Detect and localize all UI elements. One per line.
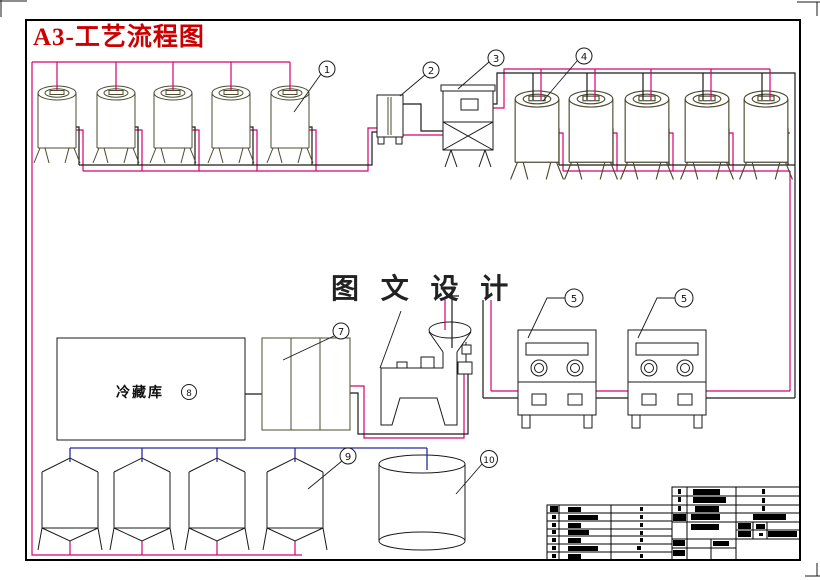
callout-number-5a: 5 bbox=[571, 294, 577, 305]
callout-circle-10 bbox=[480, 450, 498, 468]
storage-tank bbox=[619, 90, 675, 181]
leader-line-5a bbox=[527, 297, 565, 339]
filling-machine bbox=[380, 321, 473, 426]
callouts: 1 2 3 4 5 5 7 9 10 bbox=[282, 47, 694, 495]
packing-machine-left bbox=[517, 329, 597, 429]
drawing-border bbox=[25, 19, 801, 561]
corner-mark-top-right bbox=[797, 1, 820, 16]
cold-storage-room: 冷藏库 8 bbox=[56, 337, 246, 441]
callout-number-3: 3 bbox=[493, 54, 499, 65]
callout-number-9: 9 bbox=[345, 452, 351, 463]
fermentation-silo-group bbox=[37, 457, 328, 551]
silo-tank bbox=[262, 457, 328, 551]
homogenizer-unit bbox=[440, 84, 496, 168]
corner-mark-top-left bbox=[0, 0, 27, 17]
cold-storage-label: 冷藏库 bbox=[116, 384, 164, 401]
plate-heat-exchanger bbox=[376, 94, 404, 145]
packing-machine-right bbox=[627, 329, 707, 429]
callout-circle-9 bbox=[339, 447, 357, 465]
callout-circle-8 bbox=[181, 384, 197, 400]
callout-circle-2 bbox=[422, 61, 440, 79]
callout-number-2: 2 bbox=[428, 66, 434, 77]
callout-number-10: 10 bbox=[483, 456, 495, 466]
pipe-drops-overlay bbox=[56, 62, 771, 470]
storage-tank bbox=[207, 85, 255, 164]
raw-milk-tank-group-left bbox=[33, 85, 314, 164]
callout-circle-7 bbox=[332, 322, 350, 340]
callout-circle-5b bbox=[674, 288, 694, 308]
storage-tank bbox=[509, 90, 565, 181]
leader-line-5b bbox=[637, 297, 675, 339]
redacted-text-bars-right bbox=[673, 489, 797, 556]
callout-number-4: 4 bbox=[581, 52, 587, 63]
storage-tank bbox=[563, 90, 619, 181]
storage-tank bbox=[33, 85, 81, 164]
callout-number-8: 8 bbox=[186, 389, 192, 399]
storage-tank bbox=[738, 90, 794, 181]
blue-feed-drops bbox=[69, 448, 428, 470]
storage-tank bbox=[149, 85, 197, 164]
callout-circle-1 bbox=[318, 60, 336, 78]
leader-line-7 bbox=[282, 335, 335, 361]
callout-number-1: 1 bbox=[324, 65, 330, 76]
redacted-text-bars-left bbox=[550, 506, 643, 559]
silo-tank bbox=[109, 457, 175, 551]
storage-tank bbox=[266, 85, 314, 164]
leader-line-4 bbox=[542, 60, 578, 102]
drawing-title: A3-工艺流程图 bbox=[33, 23, 205, 51]
leader-line-1 bbox=[293, 73, 322, 113]
callout-number-7: 7 bbox=[338, 327, 344, 338]
callout-circle-4 bbox=[575, 47, 593, 65]
silo-tank bbox=[37, 457, 103, 551]
watermark-text: 图 文 设 计 bbox=[331, 272, 514, 305]
leader-line-9 bbox=[307, 460, 343, 490]
magenta-tank-feed-drops bbox=[56, 62, 771, 330]
callout-circle-5a bbox=[564, 288, 584, 308]
storage-tank-group-right bbox=[509, 90, 794, 181]
title-block bbox=[546, 486, 801, 561]
mixing-tank bbox=[378, 454, 466, 551]
callout-circle-3 bbox=[487, 49, 505, 67]
storage-tank bbox=[679, 90, 735, 181]
storage-tank bbox=[92, 85, 140, 164]
silo-tank bbox=[184, 457, 250, 551]
filter-unit bbox=[261, 337, 351, 431]
leader-line-3 bbox=[457, 61, 490, 90]
leader-line-2 bbox=[399, 74, 426, 97]
callout-number-5b: 5 bbox=[681, 294, 687, 305]
leader-line-filling-machine bbox=[379, 310, 402, 369]
leader-line-10 bbox=[455, 463, 483, 495]
corner-mark-bottom-right bbox=[805, 563, 820, 577]
pipe-network-magenta bbox=[31, 61, 791, 556]
black-tank-feed-drops bbox=[446, 73, 763, 348]
magenta-pipes bbox=[31, 61, 791, 556]
